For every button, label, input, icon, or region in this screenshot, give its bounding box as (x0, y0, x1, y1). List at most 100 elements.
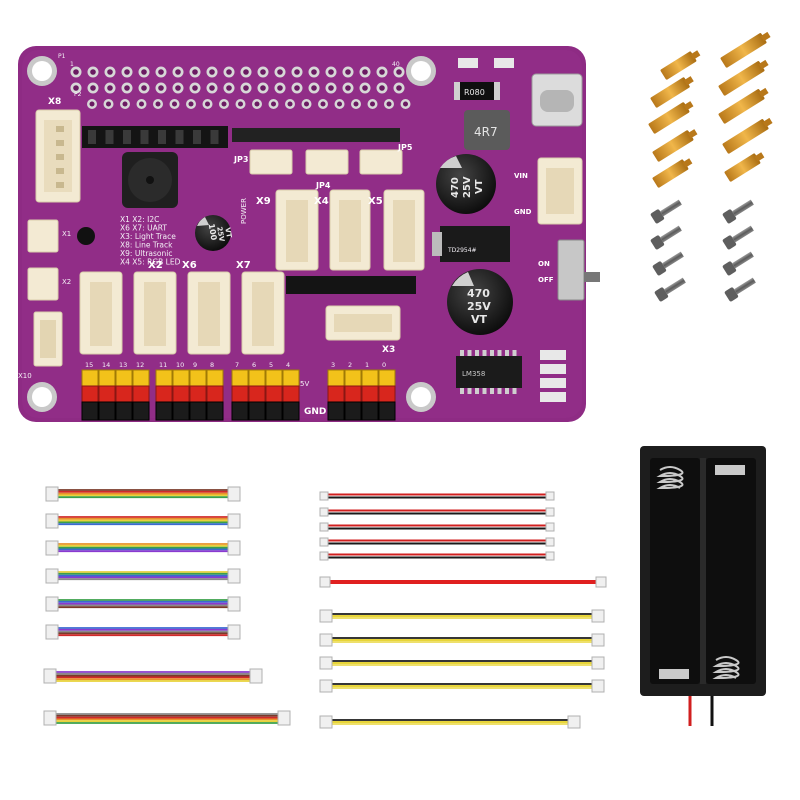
servo-pin-number: 8 (210, 361, 214, 369)
servo-signal-pin (98, 369, 116, 387)
ir-receiver (77, 227, 95, 245)
servo-ground-pin (81, 401, 99, 421)
servo-signal-pin (265, 369, 283, 387)
yellow-black-wires (319, 609, 605, 729)
servo-ground-pin (248, 401, 266, 421)
servo-power-pin (231, 385, 249, 403)
header-pin (158, 130, 166, 144)
off-label: OFF (538, 276, 554, 284)
servo-ground-pin (378, 401, 396, 421)
cable-plug (249, 668, 263, 684)
screws (650, 199, 756, 302)
servo-power-pin (282, 385, 300, 403)
servo-pin-number: 9 (193, 361, 197, 369)
ic-pin (482, 388, 487, 394)
x9-connector (275, 189, 319, 271)
servo-signal-pin (378, 369, 396, 387)
ic-pin (505, 388, 509, 394)
cable-plug (45, 486, 59, 502)
big-cap-top-value: 470 (450, 177, 461, 198)
ic-pin (490, 350, 494, 356)
big-cap-top-voltage: 25V (462, 176, 473, 198)
big-cap-top-series: VT (474, 179, 485, 194)
cable-plug (45, 513, 59, 529)
servo-signal-pin (282, 369, 300, 387)
wire-plug (567, 715, 581, 729)
wire-plug (591, 633, 605, 647)
x4-connector (329, 189, 371, 271)
mid-black-header (286, 276, 416, 294)
cable-plug (43, 668, 57, 684)
brass-standoff (718, 59, 769, 96)
ribbon-cables (43, 486, 291, 726)
servo-pin-number: 13 (119, 361, 127, 369)
servo-power-pin (189, 385, 207, 403)
on-label: ON (538, 260, 550, 268)
driver-ic: LM358 (456, 350, 522, 394)
x3-connector (325, 305, 401, 341)
inductor-marking: 4R7 (474, 125, 498, 139)
gnd-bottom-label: GND (304, 407, 326, 417)
servo-ground-pin (282, 401, 300, 421)
wire-plug (319, 715, 333, 729)
big-cap-bottom-series: VT (471, 313, 488, 326)
ic-pin (497, 388, 502, 394)
red-black-wire (319, 522, 555, 532)
servo-power-pin (248, 385, 266, 403)
brass-standoff (652, 129, 698, 162)
servo-signal-pin (132, 369, 150, 387)
servo-ground-pin (155, 401, 173, 421)
ribbon-cable (45, 596, 241, 612)
lower-connectors (79, 271, 285, 355)
servo-power-pin (115, 385, 133, 403)
wire-plug (591, 679, 605, 693)
wire-plug (319, 679, 333, 693)
servo-ground-pin (98, 401, 116, 421)
servo-pin-number: 10 (176, 361, 184, 369)
brass-standoff (652, 158, 693, 188)
usb-c-port (531, 73, 583, 127)
cable-plug (227, 540, 241, 556)
ribbon-cable (45, 486, 241, 502)
brass-standoff (718, 87, 769, 124)
servo-power-pin (344, 385, 362, 403)
black-pin-header (82, 126, 228, 148)
pin-40-label: 40 (392, 61, 400, 68)
legend-line: X9: Ultrasonic (120, 249, 172, 258)
big-cap-bottom-voltage: 25V (467, 300, 491, 313)
gnd-label: GND (514, 208, 532, 216)
servo-power-pin (265, 385, 283, 403)
jp5-label: JP5 (397, 143, 413, 152)
screw (654, 277, 686, 302)
header-pin (210, 130, 219, 144)
x6-label: X6 (182, 260, 197, 271)
cable-plug (227, 568, 241, 584)
red-black-wire (319, 537, 555, 547)
jp4-label: JP4 (315, 181, 331, 190)
yellow-black-wire (319, 715, 581, 729)
jp3-label: JP3 (233, 155, 248, 164)
cable-plug (45, 540, 59, 556)
red-black-wire (319, 551, 555, 561)
wire-plug (319, 507, 329, 517)
servo-pin-number: 12 (136, 361, 144, 369)
expansion-board: P1 1 40 P2 X8 X1 X2 X10 (18, 46, 600, 422)
x3-label: X3 (382, 345, 395, 355)
red-black-wire (319, 507, 555, 517)
cable-plug (43, 710, 57, 726)
cable-plug (227, 513, 241, 529)
small-cap-value: 100 (207, 223, 219, 241)
gpio-pin-holes (70, 66, 411, 109)
ic-pin (475, 350, 479, 356)
big-capacitor-bottom: 470 25V VT (447, 269, 513, 335)
x2-small-label: X2 (62, 278, 71, 286)
power-label: POWER (240, 198, 248, 224)
header-pin (105, 130, 114, 144)
header-pin (123, 130, 131, 144)
x8-connector (35, 109, 81, 203)
servo-ground-pin (231, 401, 249, 421)
wire-plug (319, 537, 329, 547)
wire-plug (319, 576, 331, 588)
legend-line: X6 X7: UART (120, 224, 167, 233)
